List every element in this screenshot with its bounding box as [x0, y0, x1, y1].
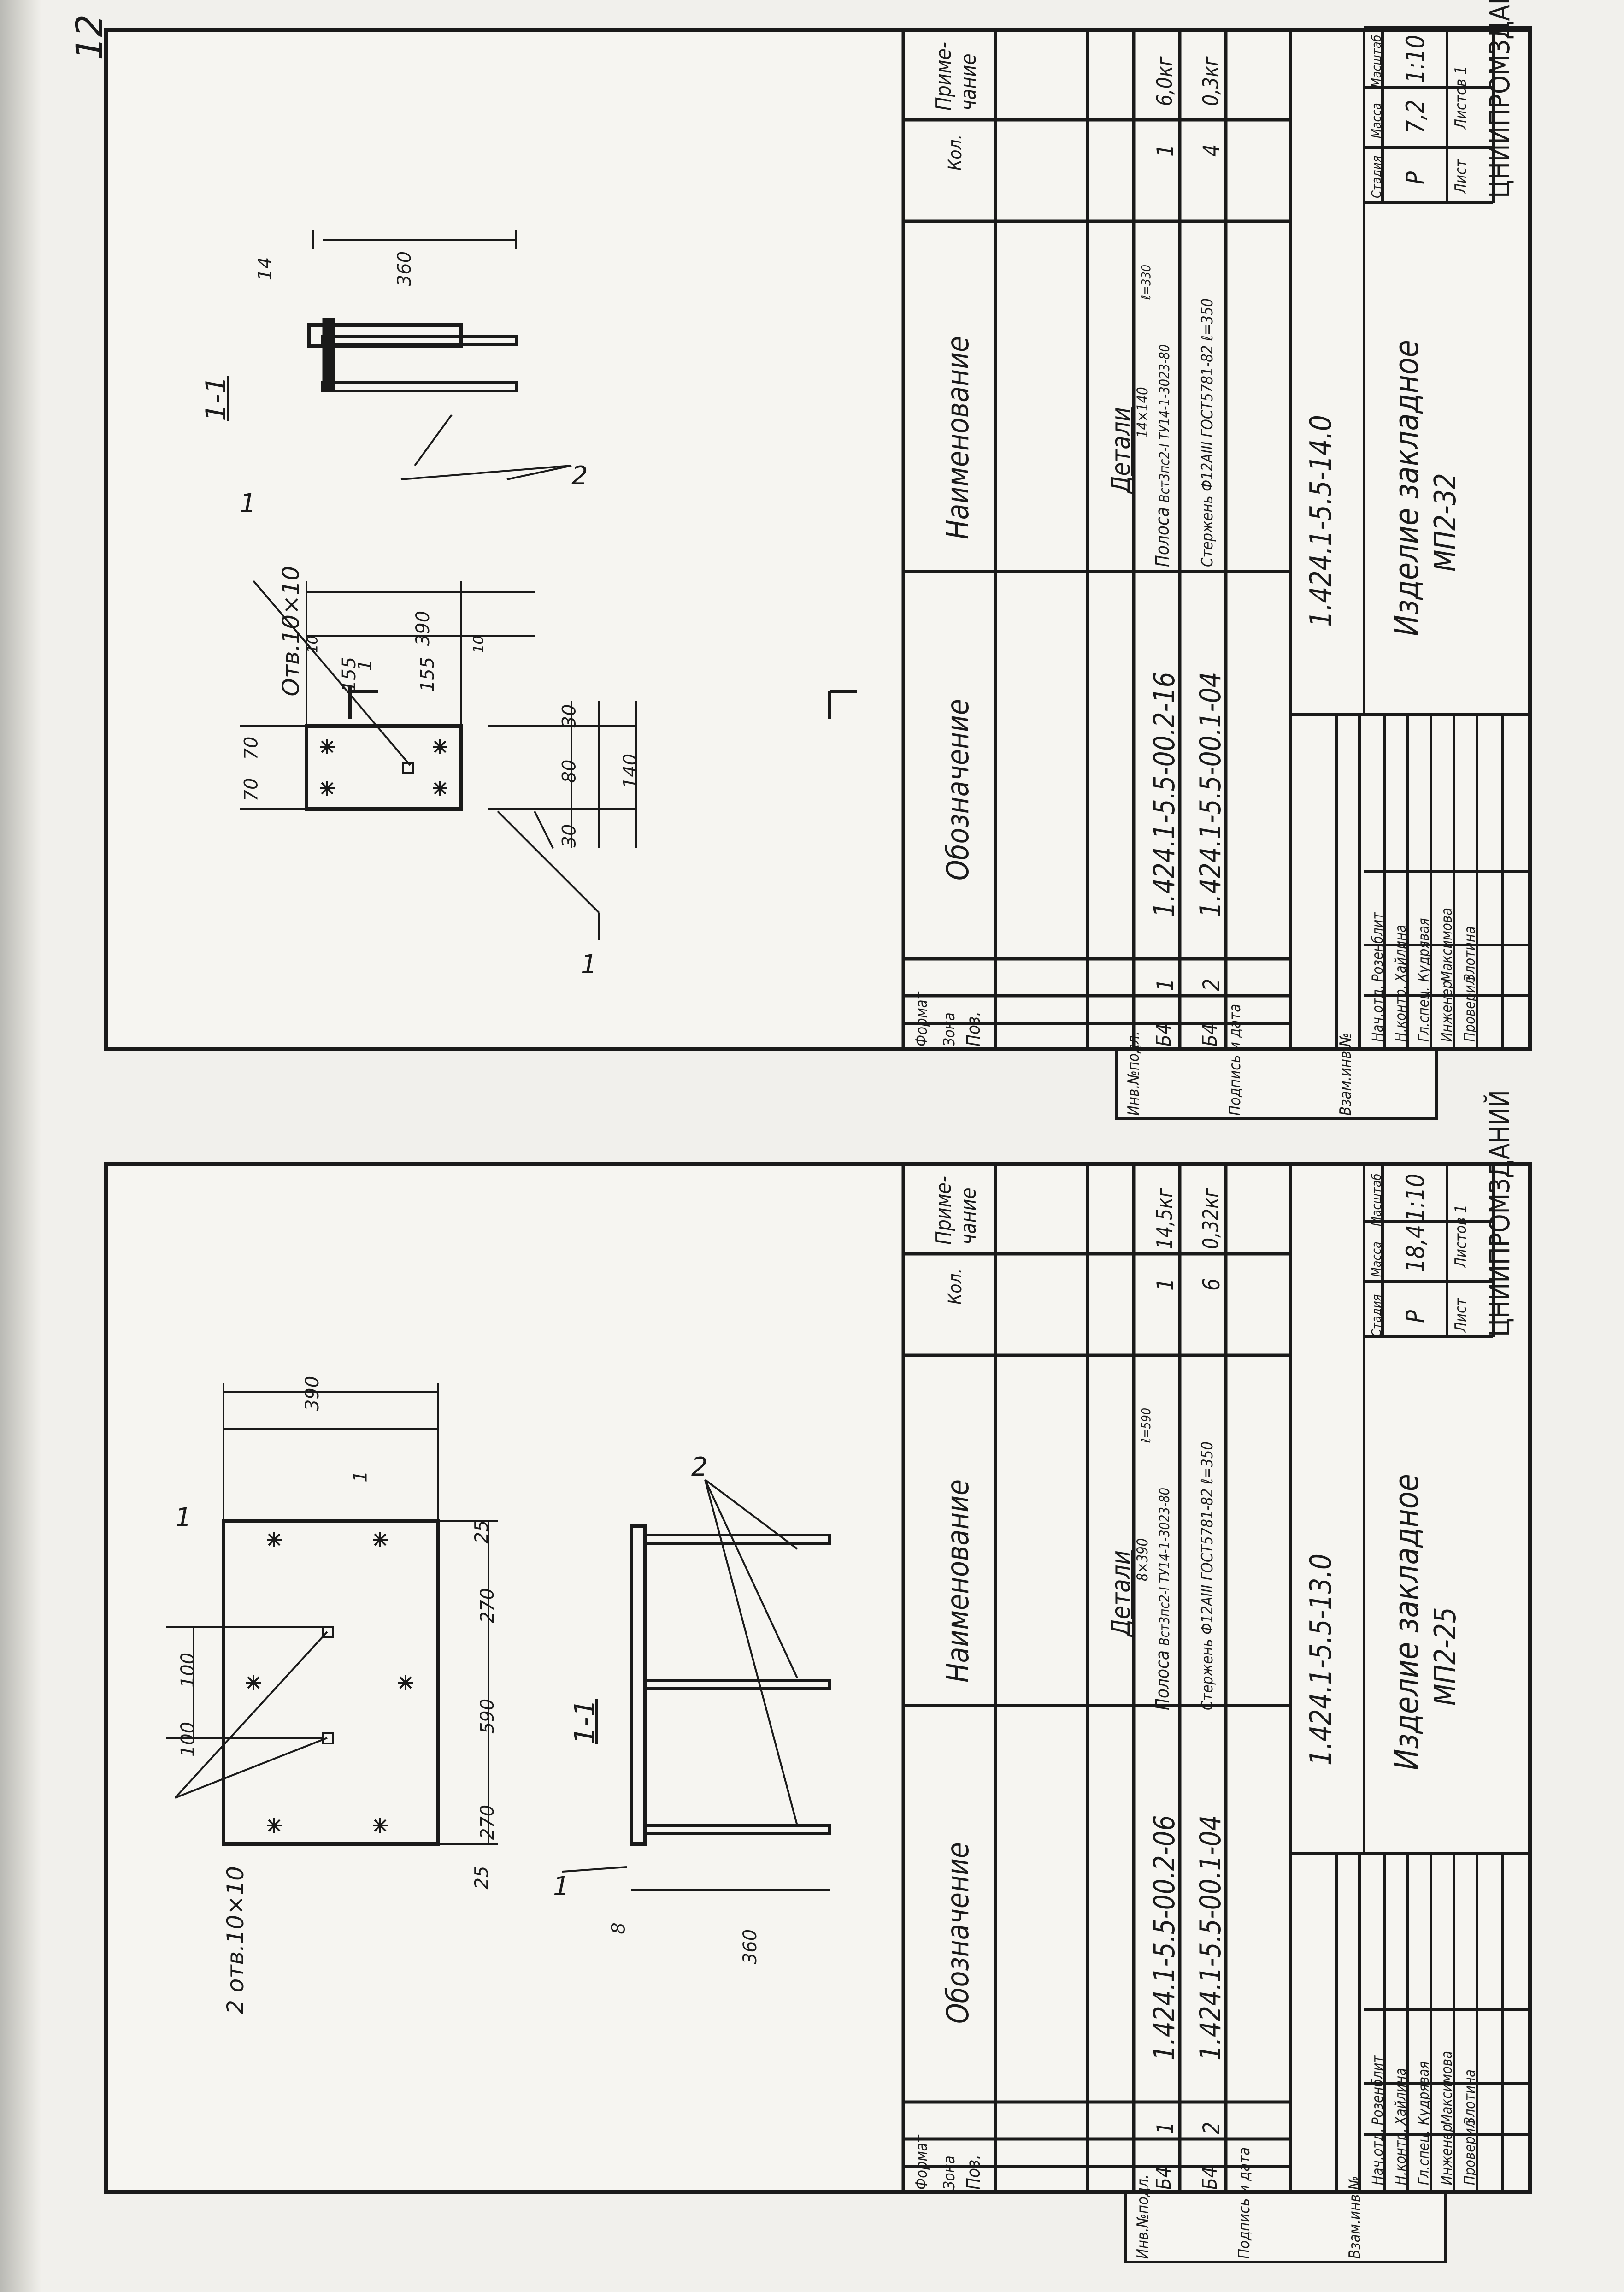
section-label: Детали [1106, 1550, 1136, 1636]
plan-dim: 100 [177, 1721, 199, 1757]
header-name: Наименование [940, 1479, 976, 1683]
weld-star [398, 1675, 413, 1690]
doc-code: 1.424.1-5.5-13.0 [1304, 1554, 1338, 1766]
row-note: 0,32кг [1198, 1188, 1223, 1249]
leader-label: 1 [175, 1503, 192, 1533]
spec-table-mp2-25: Формат Зона Поз. Обозначение Наименовани… [901, 1162, 1292, 2194]
title-block-mp2-32: 1.424.1-5.5-14.0 Изделие закладное МП2-3… [1290, 0, 1532, 1051]
row-name-main: Стержень Ф12АIII ГОСТ5781-82 ℓ=350 [1198, 1441, 1217, 1710]
header-format: Формат [912, 2135, 931, 2190]
side-label: Инв.№подл. [1134, 2174, 1152, 2259]
weld-star [433, 781, 447, 796]
weld-star [267, 1818, 282, 1833]
weld-star [267, 1532, 282, 1547]
row-designation: 1.424.1-5.5-00.1-04 [1194, 1815, 1227, 2061]
side-label: Взам.инв.№ [1346, 2176, 1364, 2259]
leader-label: 2 [571, 461, 588, 491]
side-label: Подпись и дата [1235, 2147, 1253, 2259]
plan-dim: 270 [477, 1804, 499, 1840]
role-4: Инженер [1438, 2124, 1455, 2185]
section-title: 1-1 [569, 1699, 601, 1744]
hole-note: 2 отв.10×10 [222, 1866, 249, 2014]
plan-dim: 390 [302, 1376, 324, 1412]
section-dim: 8 [608, 1922, 630, 1934]
row-name-top: 8×390 [1134, 1538, 1151, 1581]
plan-dim: 100 [177, 1652, 199, 1688]
leader-label: 1 [553, 1872, 570, 1902]
sheet-mp2-32 [104, 28, 1532, 1051]
stage-value: Р [1401, 1310, 1430, 1323]
product-mark: МП2-25 [1429, 1607, 1463, 1706]
row-qty: 6 [1198, 1278, 1225, 1291]
weld-star [373, 1818, 388, 1833]
weld-star [320, 739, 335, 754]
sheet-mp2-25 [104, 1162, 1532, 2194]
role-3: Гл.спец. [1415, 2130, 1432, 2185]
sheets-label: Листов 1 [1452, 1204, 1470, 1268]
product-name: Изделие закладное [1387, 1474, 1426, 1770]
leader-label: 1 [240, 489, 256, 519]
plan-dim: 590 [477, 1698, 499, 1734]
side-stamp-mp2-25 [1124, 2194, 1447, 2263]
row-name-bottom: Вст3пс2-I ТУ14-1-3023-80 [1157, 1487, 1173, 1646]
header-designation: Обозначение [940, 1842, 976, 2024]
weld-star [433, 739, 447, 754]
person-1: Розенблит [1369, 2055, 1386, 2125]
scan-edge-shadow [0, 0, 41, 2292]
stage-header: Стадия [1369, 1294, 1384, 1337]
person-5: Злотина [1461, 2069, 1478, 2125]
scale-value: 1:10 [1401, 1173, 1430, 1222]
row-pos: 1 [1152, 2121, 1179, 2134]
plan-plate [305, 724, 463, 811]
row-name-len: ℓ=590 [1138, 1407, 1153, 1443]
sheet-label: Лист [1452, 1298, 1470, 1332]
row-name-main: Полоса [1152, 1650, 1173, 1710]
weld-star [246, 1675, 261, 1690]
row-note: 14,5кг [1152, 1188, 1177, 1249]
section-mark: 1 [350, 1471, 371, 1483]
spec-table-mp2-32: Формат Зона Поз. Обозначение Наименовани… [901, 28, 1292, 1051]
leader-label: 2 [691, 1452, 708, 1482]
scale-header: Масштаб [1369, 1173, 1384, 1226]
row-format: Б4 [1152, 2166, 1176, 2190]
plan-dim: 25 [471, 1520, 493, 1544]
plan-dim: 25 [471, 1866, 493, 1890]
header-qty: Кол. [945, 1268, 966, 1305]
row-designation: 1.424.1-5.5-00.2-06 [1147, 1815, 1181, 2061]
header-pos: Поз. [963, 2154, 984, 2190]
header-zone: Зона [940, 2156, 959, 2190]
org-name: ЦНИИПРОМЗДАНИЙ [1484, 1090, 1516, 1337]
section-dim: 360 [740, 1929, 761, 1965]
person-4: Максимова [1438, 2051, 1455, 2125]
mass-header: Масса [1369, 1241, 1384, 1277]
person-3: Кудрявая [1415, 2061, 1432, 2125]
plan-dim: 270 [477, 1588, 499, 1624]
mass-value: 18,4 [1401, 1224, 1430, 1272]
row-format: Б4 [1198, 2166, 1222, 2190]
role-5: Проверил [1461, 2120, 1478, 2185]
role-1: Нач.отд. [1369, 2128, 1386, 2185]
weld-star [320, 781, 335, 796]
row-pos: 2 [1198, 2121, 1225, 2134]
header-note: Приме-чание [931, 1176, 981, 1245]
title-block-mp2-25: 1.424.1-5.5-13.0 Изделие закладное МП2-2… [1290, 1090, 1532, 2194]
person-2: Хайлина [1392, 2068, 1409, 2125]
row-qty: 1 [1152, 1278, 1179, 1291]
leader-label: 1 [581, 950, 597, 980]
side-stamp-mp2-32 [1115, 1051, 1438, 1120]
weld-star [373, 1532, 388, 1547]
plan-plate [222, 1519, 440, 1846]
role-2: Н.контр. [1392, 2128, 1409, 2185]
